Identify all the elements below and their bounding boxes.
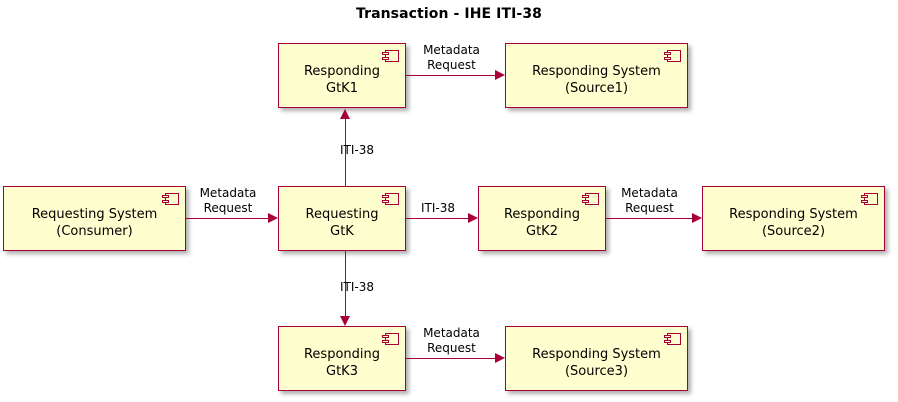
component-label: Requesting System (Consumer) xyxy=(31,206,158,239)
edge-arrowhead-3 xyxy=(340,109,350,119)
component-label: Responding System (Source1) xyxy=(532,63,661,96)
diagram-title: Transaction - IHE ITI-38 xyxy=(355,6,543,22)
component-requesting-consumer[interactable]: Requesting System (Consumer) xyxy=(3,186,186,251)
component-responding-source3[interactable]: Responding System (Source3) xyxy=(505,326,688,391)
edge-label-metadata-request-3: Metadata Request xyxy=(621,186,678,215)
edge-label-iti38-horizontal: ITI-38 xyxy=(420,201,455,215)
edge-label-metadata-request-1: Metadata Request xyxy=(423,43,480,72)
edge-line-iti38-up xyxy=(345,119,346,186)
uml-component-icon xyxy=(664,333,681,345)
edge-label-metadata-request-4: Metadata Request xyxy=(423,326,480,355)
component-label: Responding System (Source3) xyxy=(532,346,661,379)
edge-line-metadata-request-3 xyxy=(606,218,692,219)
edge-line-iti38-down xyxy=(345,251,346,316)
component-responding-gtk1[interactable]: Responding GtK1 xyxy=(278,43,406,108)
component-label: Requesting GtK xyxy=(305,206,379,239)
component-label: Responding GtK1 xyxy=(303,63,381,96)
edge-arrowhead-7 xyxy=(495,353,505,363)
edge-line-iti38-horizontal xyxy=(406,218,468,219)
component-responding-gtk3[interactable]: Responding GtK3 xyxy=(278,326,406,391)
edge-arrowhead-6 xyxy=(692,213,702,223)
edge-arrowhead-1 xyxy=(495,70,505,80)
edge-arrowhead-4 xyxy=(468,213,478,223)
component-responding-gtk2[interactable]: Responding GtK2 xyxy=(478,186,606,251)
edge-arrowhead-5 xyxy=(340,316,350,326)
uml-component-icon xyxy=(582,193,599,205)
component-responding-source1[interactable]: Responding System (Source1) xyxy=(505,43,688,108)
component-requesting-gtk[interactable]: Requesting GtK xyxy=(278,186,406,251)
uml-component-icon xyxy=(861,193,878,205)
uml-component-icon xyxy=(382,50,399,62)
edge-line-metadata-request-1 xyxy=(406,75,496,76)
edge-label-metadata-request-2: Metadata Request xyxy=(199,186,257,215)
uml-component-icon xyxy=(382,333,399,345)
component-label: Responding System (Source2) xyxy=(729,206,858,239)
edge-line-metadata-request-4 xyxy=(406,358,496,359)
edge-line-metadata-request-2 xyxy=(186,218,268,219)
edge-arrowhead-2 xyxy=(268,213,278,223)
uml-component-icon xyxy=(664,50,681,62)
component-label: Responding GtK2 xyxy=(503,206,581,239)
uml-component-icon xyxy=(162,193,179,205)
component-label: Responding GtK3 xyxy=(303,346,381,379)
component-responding-source2[interactable]: Responding System (Source2) xyxy=(702,186,885,251)
edge-label-iti38-up: ITI-38 xyxy=(340,143,375,157)
uml-component-icon xyxy=(382,193,399,205)
edge-label-iti38-down: ITI-38 xyxy=(340,280,375,294)
